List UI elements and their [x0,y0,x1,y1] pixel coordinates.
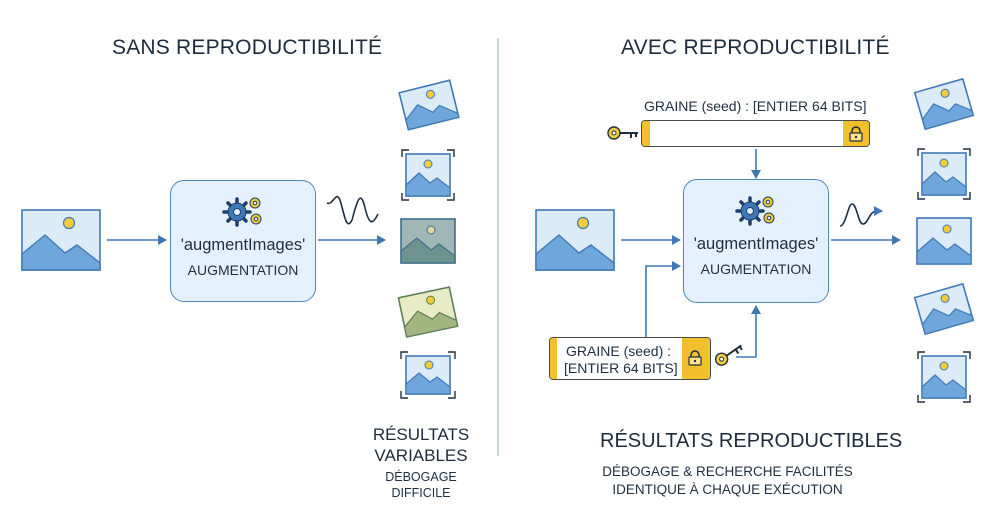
panel-divider [497,38,499,456]
image-icon [916,217,972,265]
augment-function-box: 'augmentImages' AUGMENTATION [170,180,316,302]
seed-bottom-field: GRAINE (seed) : [ENTIER 64 BITS] [549,337,711,380]
function-name: 'augmentImages' [693,235,819,253]
seed-bottom-label-line2: [ENTIER 64 BITS] [564,360,678,376]
image-icon [913,77,975,131]
reproducible-note-line1: DÉBOGAGE & RECHERCHE FACILITÉS [602,464,853,479]
image-icon [917,148,971,200]
seed-bottom-accent [550,338,557,379]
seed-top-field [641,120,870,147]
function-subtitle: AUGMENTATION [700,261,812,277]
variable-results-line1: RÉSULTATS [372,425,470,444]
key-icon [714,344,743,366]
wave-icon [326,195,379,225]
image-icon [400,218,456,264]
reproducible-results-title: RÉSULTATS REPRODUCTIBLES [600,430,903,452]
variable-results-note-line2: DIFFICILE [391,486,451,500]
reproducible-results-note: DÉBOGAGE & RECHERCHE FACILITÉS IDENTIQUE… [600,463,855,499]
seed-top-accent [642,121,650,146]
seed-top-label: GRAINE (seed) : [ENTIER 64 BITS] [644,98,867,114]
seed-bottom-label-line1: GRAINE (seed) : [566,343,672,359]
left-panel-title: SANS REPRODUCTIBILITÉ [112,36,383,59]
function-subtitle: AUGMENTATION [187,262,299,278]
image-icon [398,79,460,131]
image-icon [400,351,456,399]
function-name: 'augmentImages' [180,236,306,254]
augment-function-box-reproducible: 'augmentImages' AUGMENTATION [683,179,829,303]
image-icon [535,209,615,271]
image-icon [397,286,459,338]
variable-results-title: RÉSULTATS VARIABLES [366,424,476,466]
gear-icon [222,197,262,227]
image-icon [401,149,455,201]
variable-results-note: DÉBOGAGE DIFFICILE [366,469,476,501]
seed-bottom-to-function-arrow [645,261,681,337]
right-panel-title: AVEC REPRODUCTIBILITÉ [621,36,890,59]
reproducible-note-line2: IDENTIQUE À CHAQUE EXÉCUTION [612,482,843,497]
lock-icon [688,350,702,366]
image-icon [913,282,975,336]
variable-results-line2: VARIABLES [374,446,468,465]
key-icon [607,126,638,140]
image-icon [917,351,971,403]
image-icon [21,209,101,271]
lock-icon [849,126,863,142]
variable-results-note-line1: DÉBOGAGE [385,470,457,484]
gear-icon [735,196,775,226]
key-to-function-arrow [736,305,761,358]
wave-icon [839,203,883,227]
